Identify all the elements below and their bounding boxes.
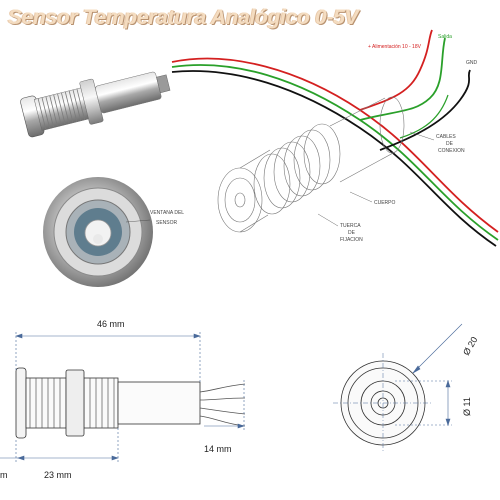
page-title: Sensor Temperatura Analógico 0-5V: [8, 6, 359, 29]
dimension-labels: 46 mm 23 mm m 14 mm: [0, 319, 232, 480]
label-gnd: GND: [466, 60, 478, 66]
label-salida: Salida: [438, 34, 452, 40]
wire-black: [171, 70, 497, 247]
label-cuerpo: CUERPO: [374, 200, 396, 206]
dim-diameter-inner: Ø 11: [462, 397, 472, 416]
label-cables-2: DE: [446, 141, 454, 147]
technical-front-view: [333, 353, 433, 453]
label-tuerca-1: TUERCA: [340, 223, 361, 229]
connection-wires: [171, 29, 499, 247]
dim-length-total: 46 mm: [97, 319, 125, 329]
drawing-labels: CUERPO TUERCA DE FIJACION: [317, 191, 396, 243]
label-alimentacion: + Alimentación 10 - 18V: [368, 44, 422, 50]
dim-length-thread: 23 mm: [44, 470, 72, 480]
label-tuerca-3: FIJACION: [340, 237, 363, 243]
label-ventana: VENTANA DEL SENSOR: [125, 210, 184, 226]
dimension-lines: [0, 332, 245, 462]
label-cables-3: CONEXION: [438, 148, 465, 154]
wire-red: [171, 57, 499, 233]
sensor-photo-front: [43, 177, 153, 287]
wire-labels: Salida + Alimentación 10 - 18V GND CABLE…: [368, 34, 478, 154]
dim-diameter-outer: Ø 20: [461, 335, 479, 357]
label-tuerca-2: DE: [348, 230, 356, 236]
wire-green: [171, 64, 499, 241]
front-dimension-lines: [395, 323, 463, 426]
technical-side-view: [15, 367, 246, 439]
sensor-photo-side: [20, 71, 171, 138]
svg-text:SENSOR: SENSOR: [156, 220, 178, 226]
svg-text:VENTANA DEL: VENTANA DEL: [150, 210, 184, 216]
dim-cable-offset: 14 mm: [204, 444, 232, 454]
left-edge-label: m: [0, 470, 8, 480]
sensor-line-drawing: [217, 96, 405, 233]
front-dimension-labels: Ø 20 Ø 11: [461, 335, 479, 416]
label-cables-1: CABLES: [436, 134, 456, 140]
